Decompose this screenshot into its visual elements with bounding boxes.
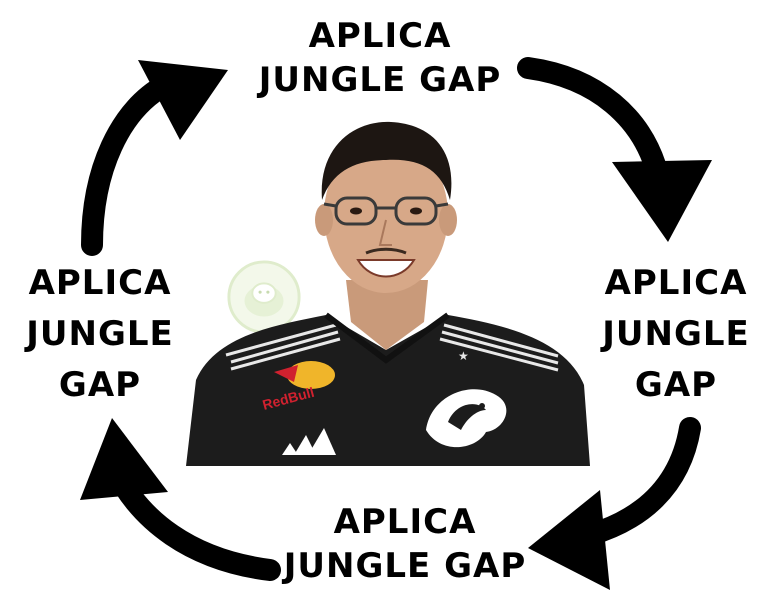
caption-top: APLICA JUNGLE GAP — [258, 16, 502, 100]
arrow-top-right-icon — [517, 57, 712, 242]
arrow-bottom-right-icon — [528, 417, 701, 590]
arrow-top-left-icon — [81, 60, 228, 256]
glasses — [323, 196, 449, 226]
svg-text:★: ★ — [458, 349, 469, 363]
caption-right: APLICA JUNGLE GAP — [602, 263, 750, 405]
panther-crest-icon — [426, 389, 507, 448]
brand-stripes-icon — [282, 428, 336, 455]
arrow-bottom-left-icon — [80, 418, 281, 581]
caption-bottom: APLICA JUNGLE GAP — [283, 502, 527, 586]
sheep-logo-icon — [227, 260, 301, 334]
person-photo: RedBull ★ — [186, 121, 590, 466]
caption-left: APLICA JUNGLE GAP — [26, 263, 174, 405]
